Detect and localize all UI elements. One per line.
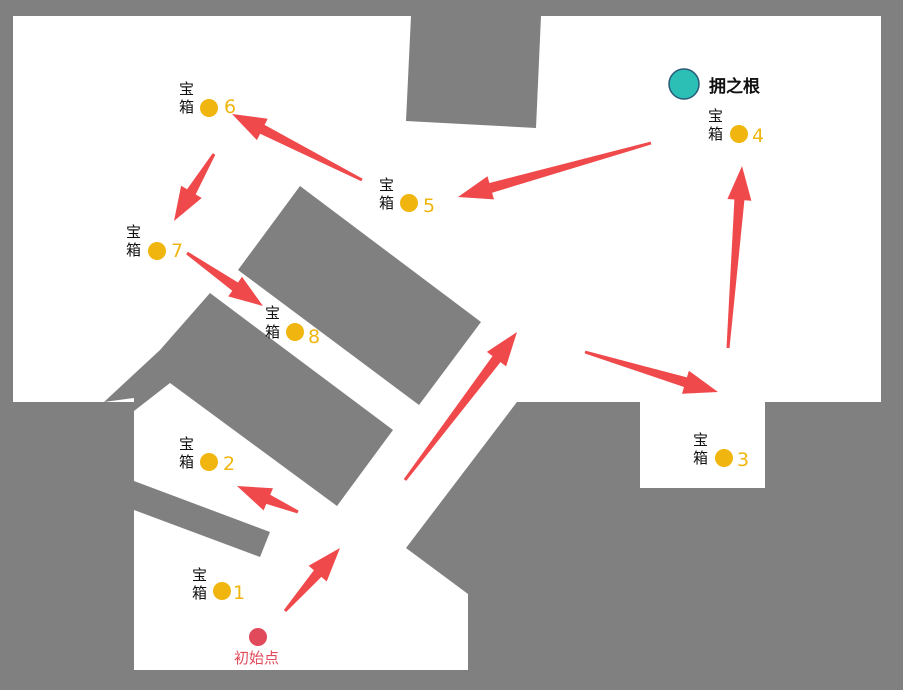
wall-ledge — [134, 481, 270, 557]
chest-dot-icon — [213, 582, 231, 600]
route-arrow-to-chest-7 — [174, 153, 216, 221]
chest-number-8: 8 — [308, 326, 320, 348]
chest-label-4-line2: 箱 — [708, 125, 723, 143]
chest-marker-3[interactable]: 宝 箱 3 — [693, 431, 749, 471]
chest-marker-6[interactable]: 宝 箱 6 — [179, 80, 236, 118]
chest-label-1-line2: 箱 — [192, 584, 207, 602]
floor-corridor — [134, 398, 520, 670]
chest-label-2-line2: 箱 — [179, 453, 194, 471]
route-arrow-start-to-corridor — [283, 548, 340, 612]
chest-marker-4[interactable]: 宝 箱 4 — [708, 107, 764, 147]
start-marker[interactable]: 初始点 — [234, 628, 279, 667]
chest-number-7: 7 — [171, 240, 183, 262]
chest-marker-1[interactable]: 宝 箱 1 — [192, 566, 245, 604]
chest-label-6-line2: 箱 — [179, 98, 194, 116]
chest-label-3-line1: 宝 — [693, 431, 708, 449]
wall-diagonal-upper — [238, 186, 481, 405]
floor-room-3 — [640, 398, 765, 488]
chest-label-3-line2: 箱 — [693, 449, 708, 467]
wall-top-notch — [406, 16, 541, 128]
chest-label-5-line1: 宝 — [379, 176, 394, 194]
chest-dot-icon — [286, 323, 304, 341]
start-dot-icon — [249, 628, 267, 646]
teal-circle-marker-icon — [668, 68, 700, 100]
chest-label-4-line1: 宝 — [708, 107, 723, 125]
route-arrow-to-chest-4 — [726, 166, 752, 349]
chest-marker-7[interactable]: 宝 箱 7 — [126, 223, 183, 262]
chest-label-2-line1: 宝 — [179, 435, 194, 453]
route-arrow-to-chest-3 — [584, 350, 718, 394]
chest-number-4: 4 — [752, 125, 764, 147]
chest-label-1-line1: 宝 — [192, 566, 207, 584]
chest-number-3: 3 — [737, 449, 749, 471]
start-label: 初始点 — [234, 649, 279, 667]
chest-number-1: 1 — [233, 582, 245, 604]
chest-label-6-line1: 宝 — [179, 80, 194, 98]
wall-blocks — [104, 16, 541, 557]
chest-dot-icon — [730, 125, 748, 143]
route-arrow-to-chest-5 — [458, 141, 652, 200]
chest-marker-2[interactable]: 宝 箱 2 — [179, 435, 235, 475]
chest-label-7-line1: 宝 — [126, 223, 141, 241]
route-arrow-to-chest-6 — [232, 114, 363, 182]
poi-label: 拥之根 — [709, 76, 760, 97]
chest-marker-8[interactable]: 宝 箱 8 — [265, 304, 320, 348]
chest-label-8-line2: 箱 — [265, 323, 280, 341]
poi-marker[interactable]: 拥之根 — [668, 68, 760, 100]
chest-number-5: 5 — [423, 195, 435, 217]
chest-dot-icon — [715, 449, 733, 467]
chest-dot-icon — [400, 194, 418, 212]
chest-dot-icon — [148, 242, 166, 260]
chest-number-2: 2 — [223, 453, 235, 475]
chest-marker-5[interactable]: 宝 箱 5 — [379, 176, 435, 217]
wall-diagonal-lower — [104, 293, 393, 506]
chest-dot-icon — [200, 453, 218, 471]
route-arrow-corridor-to-main — [403, 332, 517, 481]
chest-dot-icon — [200, 99, 218, 117]
route-arrow-to-chest-8 — [186, 251, 263, 306]
chest-label-8-line1: 宝 — [265, 304, 280, 322]
route-arrow-to-chest-2 — [237, 486, 299, 514]
chest-label-5-line2: 箱 — [379, 194, 394, 212]
route-arrows — [174, 114, 752, 612]
chest-number-6: 6 — [224, 96, 236, 118]
chest-label-7-line2: 箱 — [126, 241, 141, 259]
